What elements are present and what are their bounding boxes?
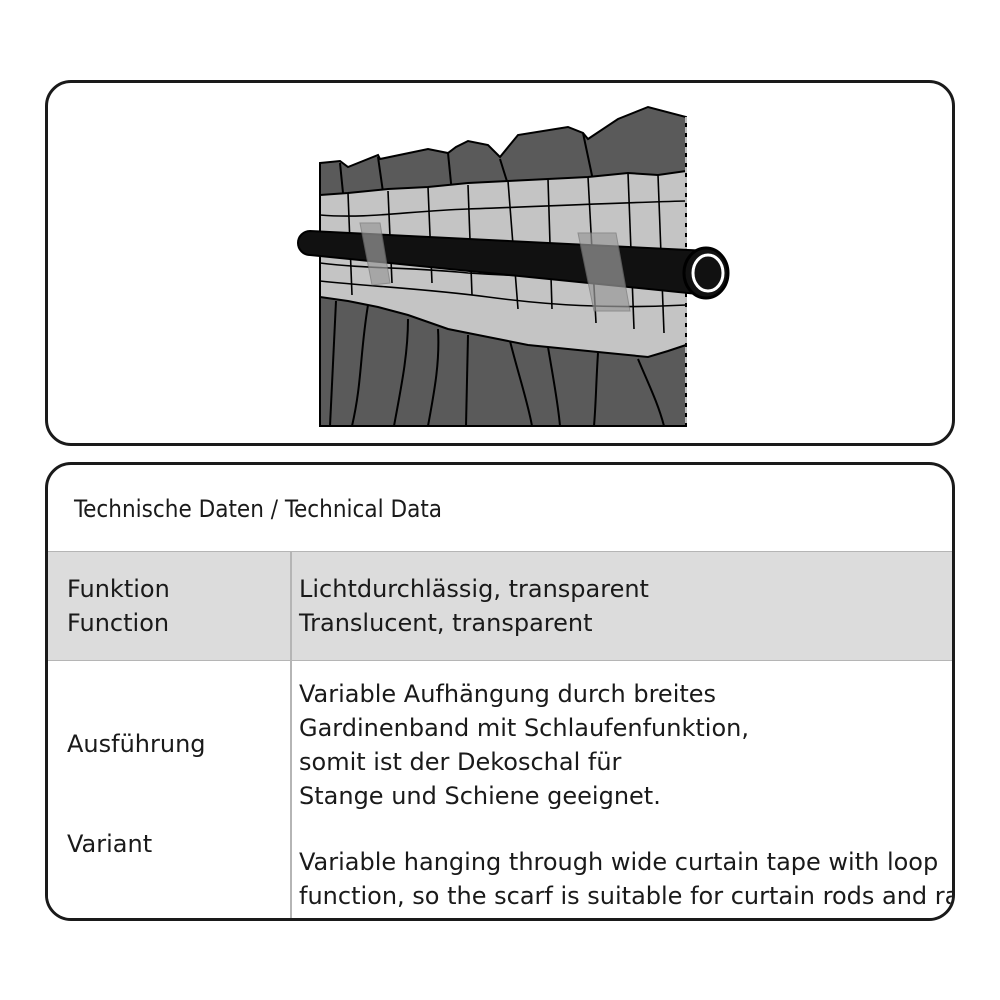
value-variant-en-line: Variable hanging through wide curtain ta… <box>299 848 939 876</box>
technical-data-panel: Technische Daten / Technical Data Funkti… <box>45 462 955 921</box>
label-variant-de: Ausführung <box>67 730 206 758</box>
column-divider <box>290 661 292 918</box>
rod-end-inner <box>691 253 725 293</box>
table-row-function: Funktion Function Lichtdurchlässig, tran… <box>48 551 952 661</box>
value-function-en: Translucent, transparent <box>299 609 593 637</box>
value-function-de: Lichtdurchlässig, transparent <box>299 575 649 603</box>
value-variant-de-line: Variable Aufhängung durch breites <box>299 680 717 708</box>
curtain-folds-bottom <box>329 300 665 427</box>
loop-left <box>359 222 391 286</box>
table-title: Technische Daten / Technical Data <box>74 495 443 523</box>
illustration-panel <box>45 80 955 446</box>
loop-right <box>577 232 631 312</box>
value-variant-en-line: function, so the scarf is suitable for c… <box>299 882 955 910</box>
curtain-rod-illustration <box>297 105 730 427</box>
table-row-variant: Ausführung Variant Variable Aufhängung d… <box>48 661 955 918</box>
value-variant-de-line: Stange und Schiene geeignet. <box>299 782 661 810</box>
value-variant-de-line: somit ist der Dekoschal für <box>299 748 622 776</box>
label-variant-en: Variant <box>67 830 153 858</box>
label-function-en: Function <box>67 609 170 637</box>
value-variant-de-line: Gardinenband mit Schlaufenfunktion, <box>299 714 749 742</box>
label-function-de: Funktion <box>67 575 170 603</box>
column-divider <box>290 552 292 660</box>
